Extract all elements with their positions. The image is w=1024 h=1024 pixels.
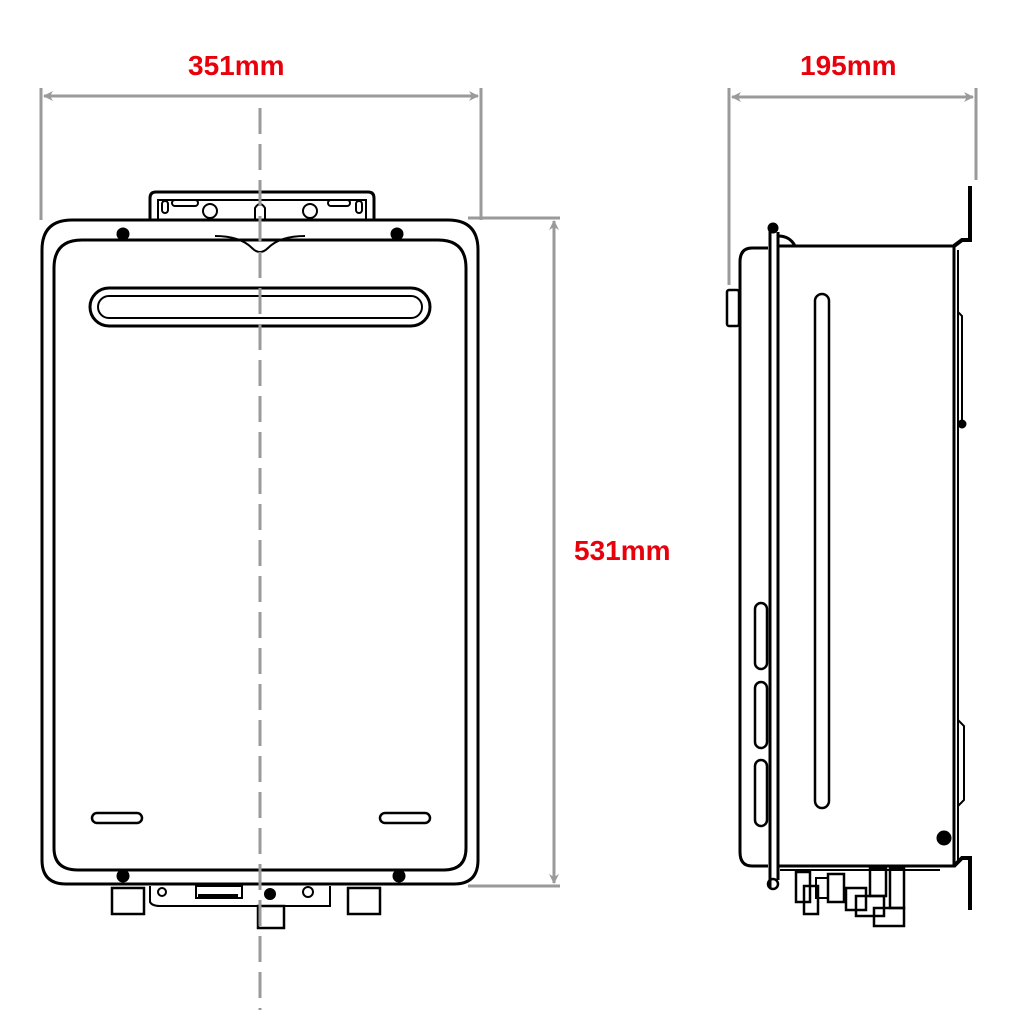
side-view	[725, 186, 972, 928]
dimension-depth	[727, 88, 978, 285]
dimension-height	[468, 216, 560, 888]
depth-dimension-label: 195mm	[800, 50, 897, 81]
front-view	[40, 190, 480, 930]
height-dimension-label: 531mm	[574, 535, 671, 566]
width-dimension-label: 351mm	[188, 50, 285, 81]
dimension-width	[39, 88, 483, 220]
